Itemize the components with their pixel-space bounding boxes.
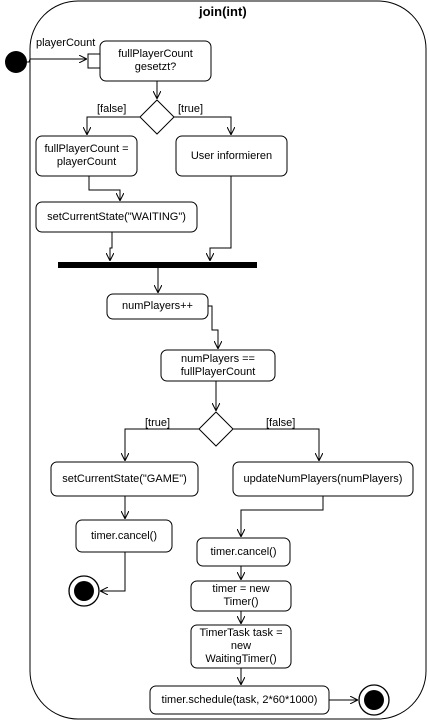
- flow-increment-to-compare: [208, 305, 218, 348]
- action-set-game: [50, 461, 199, 497]
- flow-decision-false: [87, 116, 140, 134]
- parameter-pin: [87, 53, 101, 69]
- flow-update-to-cancel: [241, 496, 324, 536]
- final-node-left-core: [74, 581, 94, 601]
- guard-first-true: [true]: [178, 103, 204, 115]
- action-new-timer: [190, 580, 292, 612]
- flow-waiting-to-join: [110, 232, 112, 260]
- activity-title: join(int): [199, 4, 247, 19]
- flow-inform-to-join: [210, 176, 232, 260]
- action-update-players: [232, 461, 414, 497]
- join-bar: [58, 262, 257, 268]
- action-check-full: [99, 40, 212, 82]
- guard-second-false: [false]: [266, 417, 296, 429]
- action-increment: [106, 293, 209, 320]
- action-set-waiting: [35, 201, 198, 233]
- parameter-label: playerCount: [36, 37, 96, 49]
- final-node-right-core: [364, 690, 384, 710]
- action-compare: [160, 349, 276, 382]
- flow-assign-to-waiting: [88, 176, 120, 200]
- guard-second-true: [true]: [145, 417, 171, 429]
- action-new-task: [190, 624, 292, 669]
- action-cancel-left: [75, 519, 173, 553]
- action-cancel-right: [196, 537, 291, 567]
- decision-players-full: [198, 411, 234, 447]
- flow-decision-true-2: [125, 428, 199, 460]
- initial-node: [5, 51, 27, 73]
- action-inform-user: [175, 135, 288, 177]
- flow-initial-to-pin: [27, 59, 86, 62]
- flow-decision-false-2: [233, 428, 319, 460]
- action-assign-full: [35, 135, 138, 177]
- decision-full-set: [139, 99, 175, 135]
- action-schedule: [149, 685, 330, 715]
- flow-decision-true: [174, 116, 231, 134]
- flow-cancel-to-final: [101, 552, 126, 591]
- guard-first-false: [false]: [97, 103, 127, 115]
